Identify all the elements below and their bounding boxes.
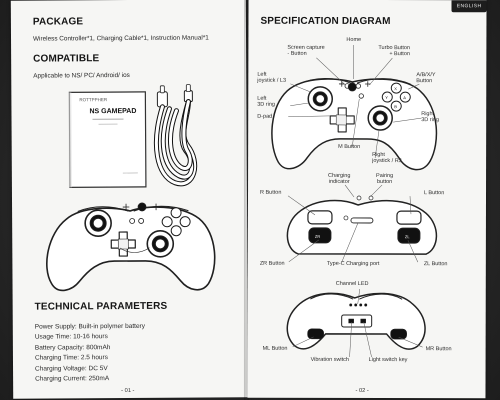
left-page-number: - 01 - xyxy=(121,387,135,395)
svg-text:X: X xyxy=(394,86,397,91)
charging-voltage-spec: Charging Voltage: DC 5V xyxy=(35,364,108,373)
front-controller-diagram: X A Y B xyxy=(271,78,438,171)
charging-current-spec: Charging Current: 250mA xyxy=(35,375,110,383)
charging-cable-illustration xyxy=(154,84,198,187)
l-button-label: L Button xyxy=(424,190,445,197)
bottom-diagram-leader-lines xyxy=(292,288,423,358)
right-page-diagrams: X A Y B xyxy=(271,44,438,358)
svg-text:B: B xyxy=(394,104,397,109)
svg-text:ZL: ZL xyxy=(405,234,410,239)
left-manual-page: PACKAGE Wireless Controller*1, Charging … xyxy=(10,0,249,399)
channel-led-label: Channel LED xyxy=(335,280,369,288)
pairing-button-label: Pairing button xyxy=(376,173,394,186)
manual-cover-title: NS GAMEPAD xyxy=(89,108,136,115)
svg-text:Y: Y xyxy=(385,95,388,100)
zl-button-label: ZL Button xyxy=(423,261,448,268)
zr-button-label: ZR Button xyxy=(259,260,285,267)
right-manual-page: English SPECIFICATION DIAGRAM X xyxy=(247,0,487,399)
right-joystick-label: Right joystick / R3 xyxy=(372,152,402,165)
top-diagram-leader-lines xyxy=(287,195,419,263)
abxy-button-label: A/B/X/Y Button xyxy=(416,72,436,85)
left-page-illustrations: ROTTPPHER NS GAMEPAD xyxy=(46,84,216,292)
turbo-button-label: Turbo Button + Button xyxy=(378,45,410,58)
top-controller-diagram: ZR ZL xyxy=(286,195,438,255)
left-joystick-label: Left joystick / L3 xyxy=(257,71,287,84)
front-diagram-leader-lines xyxy=(288,44,422,198)
vibration-switch-label: Vibration switch xyxy=(310,356,350,363)
technical-parameters-list: Power Supply: Built-in polymer battery U… xyxy=(35,322,146,385)
screen-capture-label: Screen capture - Button xyxy=(287,44,325,58)
usage-time-spec: Usage Time: 10-16 hours xyxy=(34,333,108,341)
type-c-charging-port-label: Type-C Charging port xyxy=(326,260,380,268)
left-3d-ring-label: Left 3D ring xyxy=(257,95,275,108)
bottom-controller-diagram xyxy=(286,292,426,350)
svg-text:A: A xyxy=(403,95,406,100)
battery-capacity-spec: Battery Capacity: 800mAh xyxy=(34,343,111,352)
right-page-number: - 02 - xyxy=(355,387,369,395)
charging-time-spec: Charging Time: 2.5 hours xyxy=(34,354,108,362)
light-switch-key-label: Light switch key xyxy=(368,357,408,364)
left-controller-illustration xyxy=(46,202,216,292)
ml-button-label: ML Button xyxy=(262,345,288,352)
manual-brand-mark: ROTTPPHER xyxy=(79,97,108,102)
svg-text:ZR: ZR xyxy=(315,234,320,239)
right-3d-ring-label: Right 3D ring xyxy=(421,111,439,124)
m-button-label: M Button xyxy=(338,143,361,150)
charging-indicator-label: Charging indicator xyxy=(328,172,351,186)
mr-button-label: MR Button xyxy=(425,346,452,353)
r-button-label: R Button xyxy=(260,189,282,196)
power-supply-spec: Power Supply: Built-in polymer battery xyxy=(34,322,145,331)
manual-booklet-illustration: ROTTPPHER NS GAMEPAD xyxy=(68,91,147,188)
book-spine xyxy=(244,0,249,400)
home-label: Home xyxy=(346,36,362,43)
dpad-label: D-pad xyxy=(257,113,273,120)
technical-parameters-heading: TECHNICAL PARAMETERS xyxy=(34,300,168,313)
